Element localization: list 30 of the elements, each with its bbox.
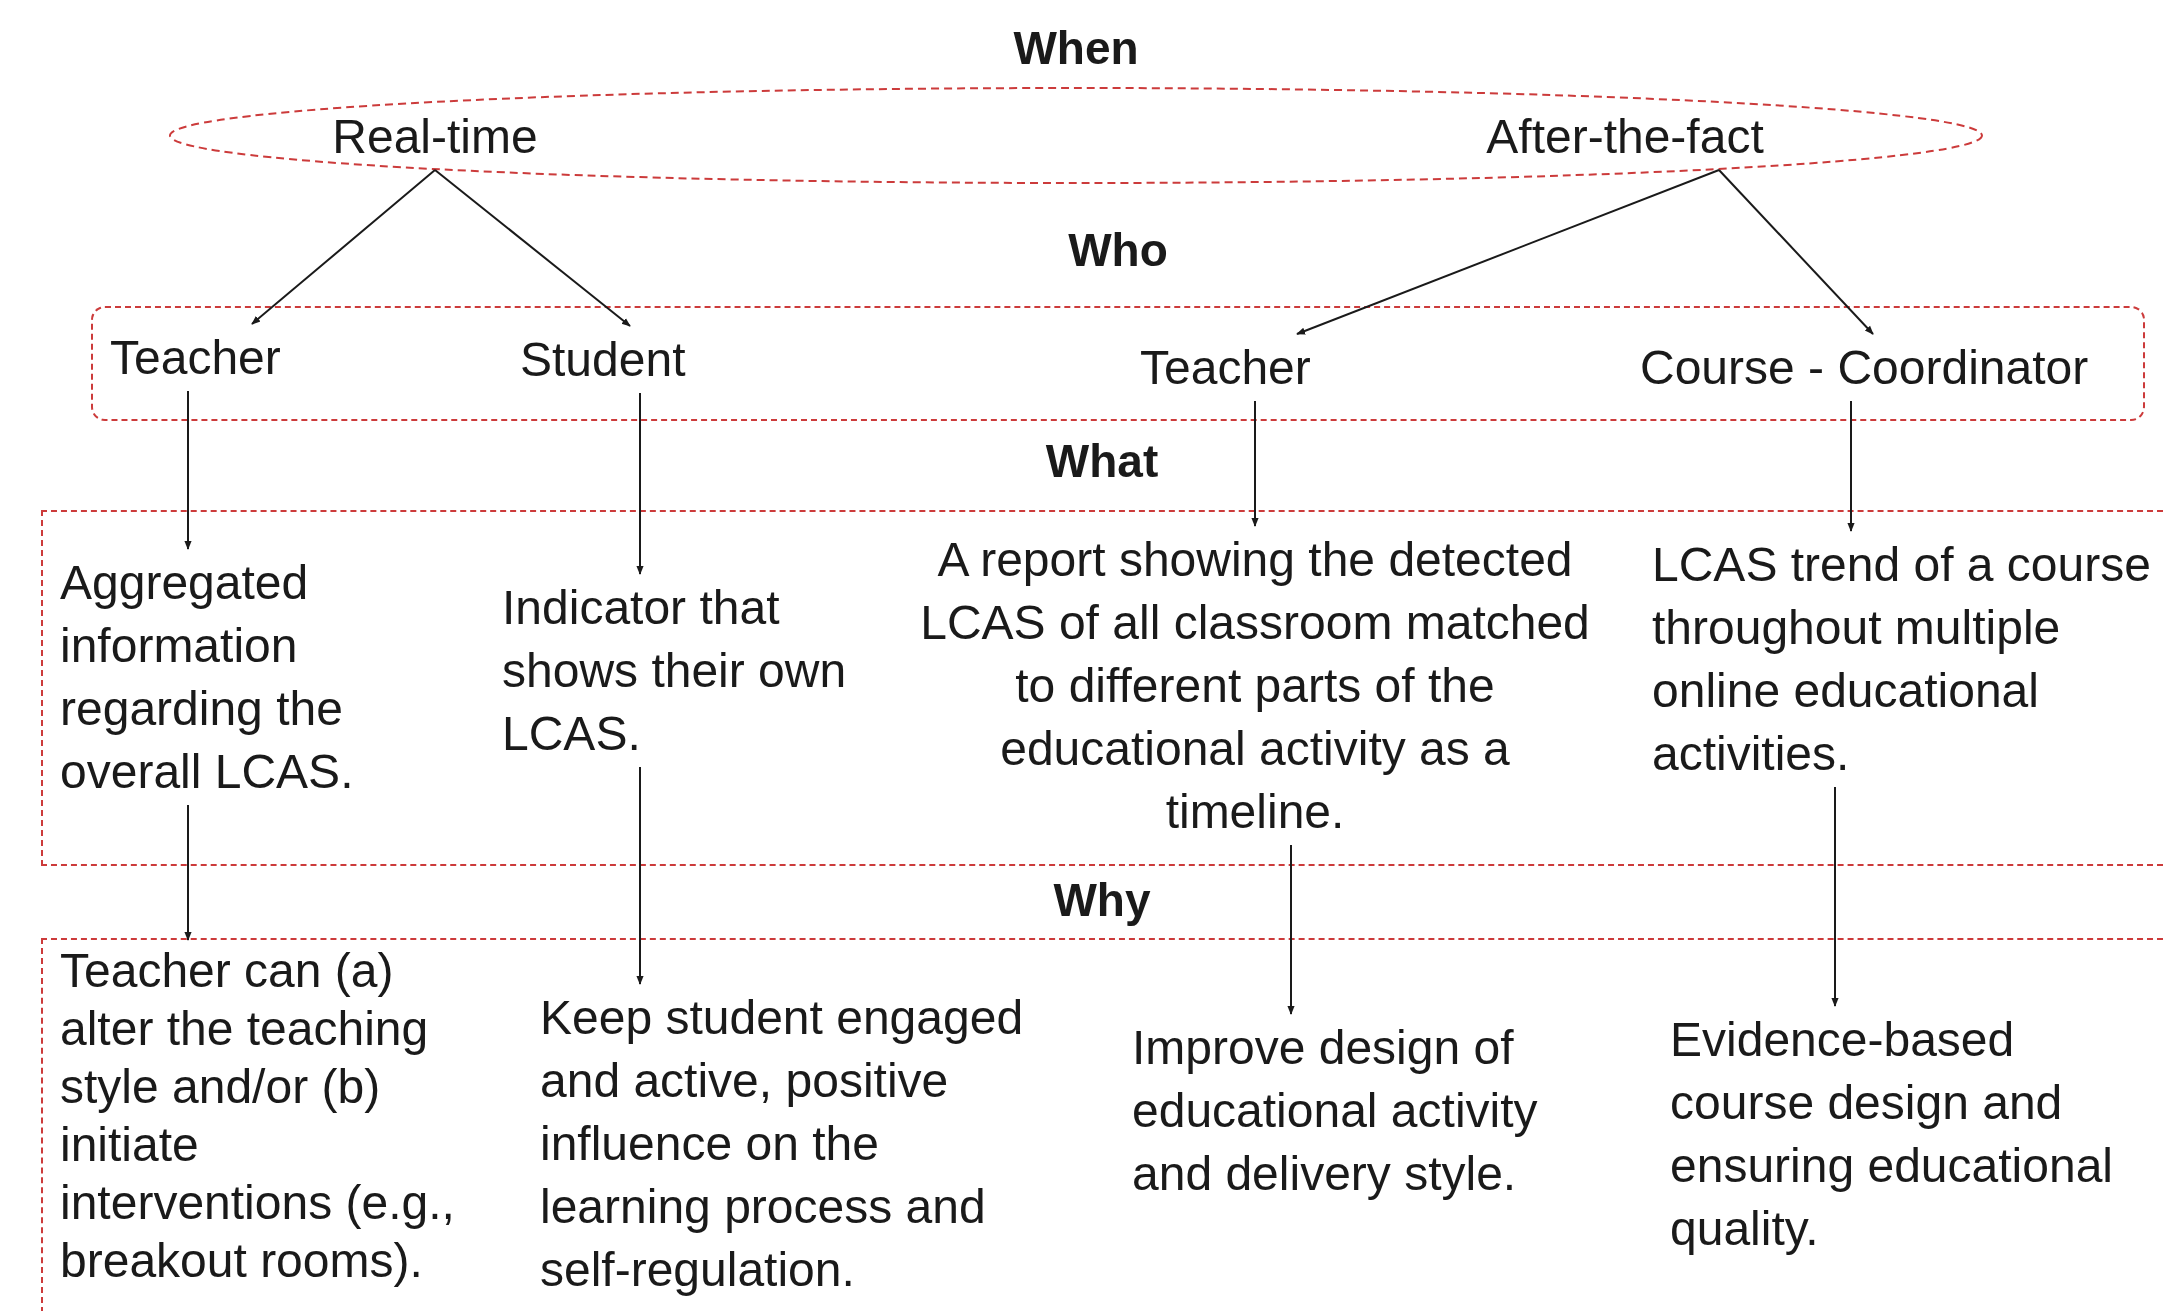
section-heading: What xyxy=(1044,434,1160,489)
section-heading: Who xyxy=(1067,223,1169,278)
arrow xyxy=(1831,786,1839,1007)
label-text: Improve design of educational activity and delivery style. xyxy=(1132,1016,1562,1205)
arrow xyxy=(434,169,631,327)
arrow xyxy=(1296,169,1720,335)
label-text: Teacher xyxy=(1140,336,1370,399)
label-text: Teacher xyxy=(110,326,340,389)
arrow xyxy=(251,169,436,325)
arrow xyxy=(636,766,644,985)
label-text: Keep student engaged and active, positive influence on the learning process and self-regulation. xyxy=(540,986,1035,1301)
label-text: Indicator that shows their own LCAS. xyxy=(502,576,882,765)
label-text: Aggregated information regarding the overall LCAS. xyxy=(60,551,380,803)
label-text: Teacher can (a) alter the teaching style and/or (b) initiate interventions (e.g., breakout rooms). xyxy=(60,942,460,1290)
label-text: Real-time xyxy=(310,105,560,168)
arrow xyxy=(636,392,644,575)
label-text: After-the-fact xyxy=(1460,105,1790,168)
section-heading: Why xyxy=(1052,873,1152,928)
label-text: Evidence-based course design and ensuring educational quality. xyxy=(1670,1008,2130,1260)
label-text: LCAS trend of a course throughout multiple online educational activities. xyxy=(1652,533,2163,785)
arrow xyxy=(1847,400,1855,532)
label-text: Student xyxy=(520,328,750,391)
arrow xyxy=(184,390,192,550)
label-text: Course - Coordinator xyxy=(1640,336,2140,399)
arrow xyxy=(1718,169,1874,335)
label-text: A report showing the detected LCAS of all classroom matched to different parts of the educational activity as a timeline. xyxy=(910,528,1600,843)
arrow xyxy=(184,804,192,941)
section-heading: When xyxy=(1012,21,1140,76)
arrow xyxy=(1287,844,1295,1015)
arrow xyxy=(1251,400,1259,527)
